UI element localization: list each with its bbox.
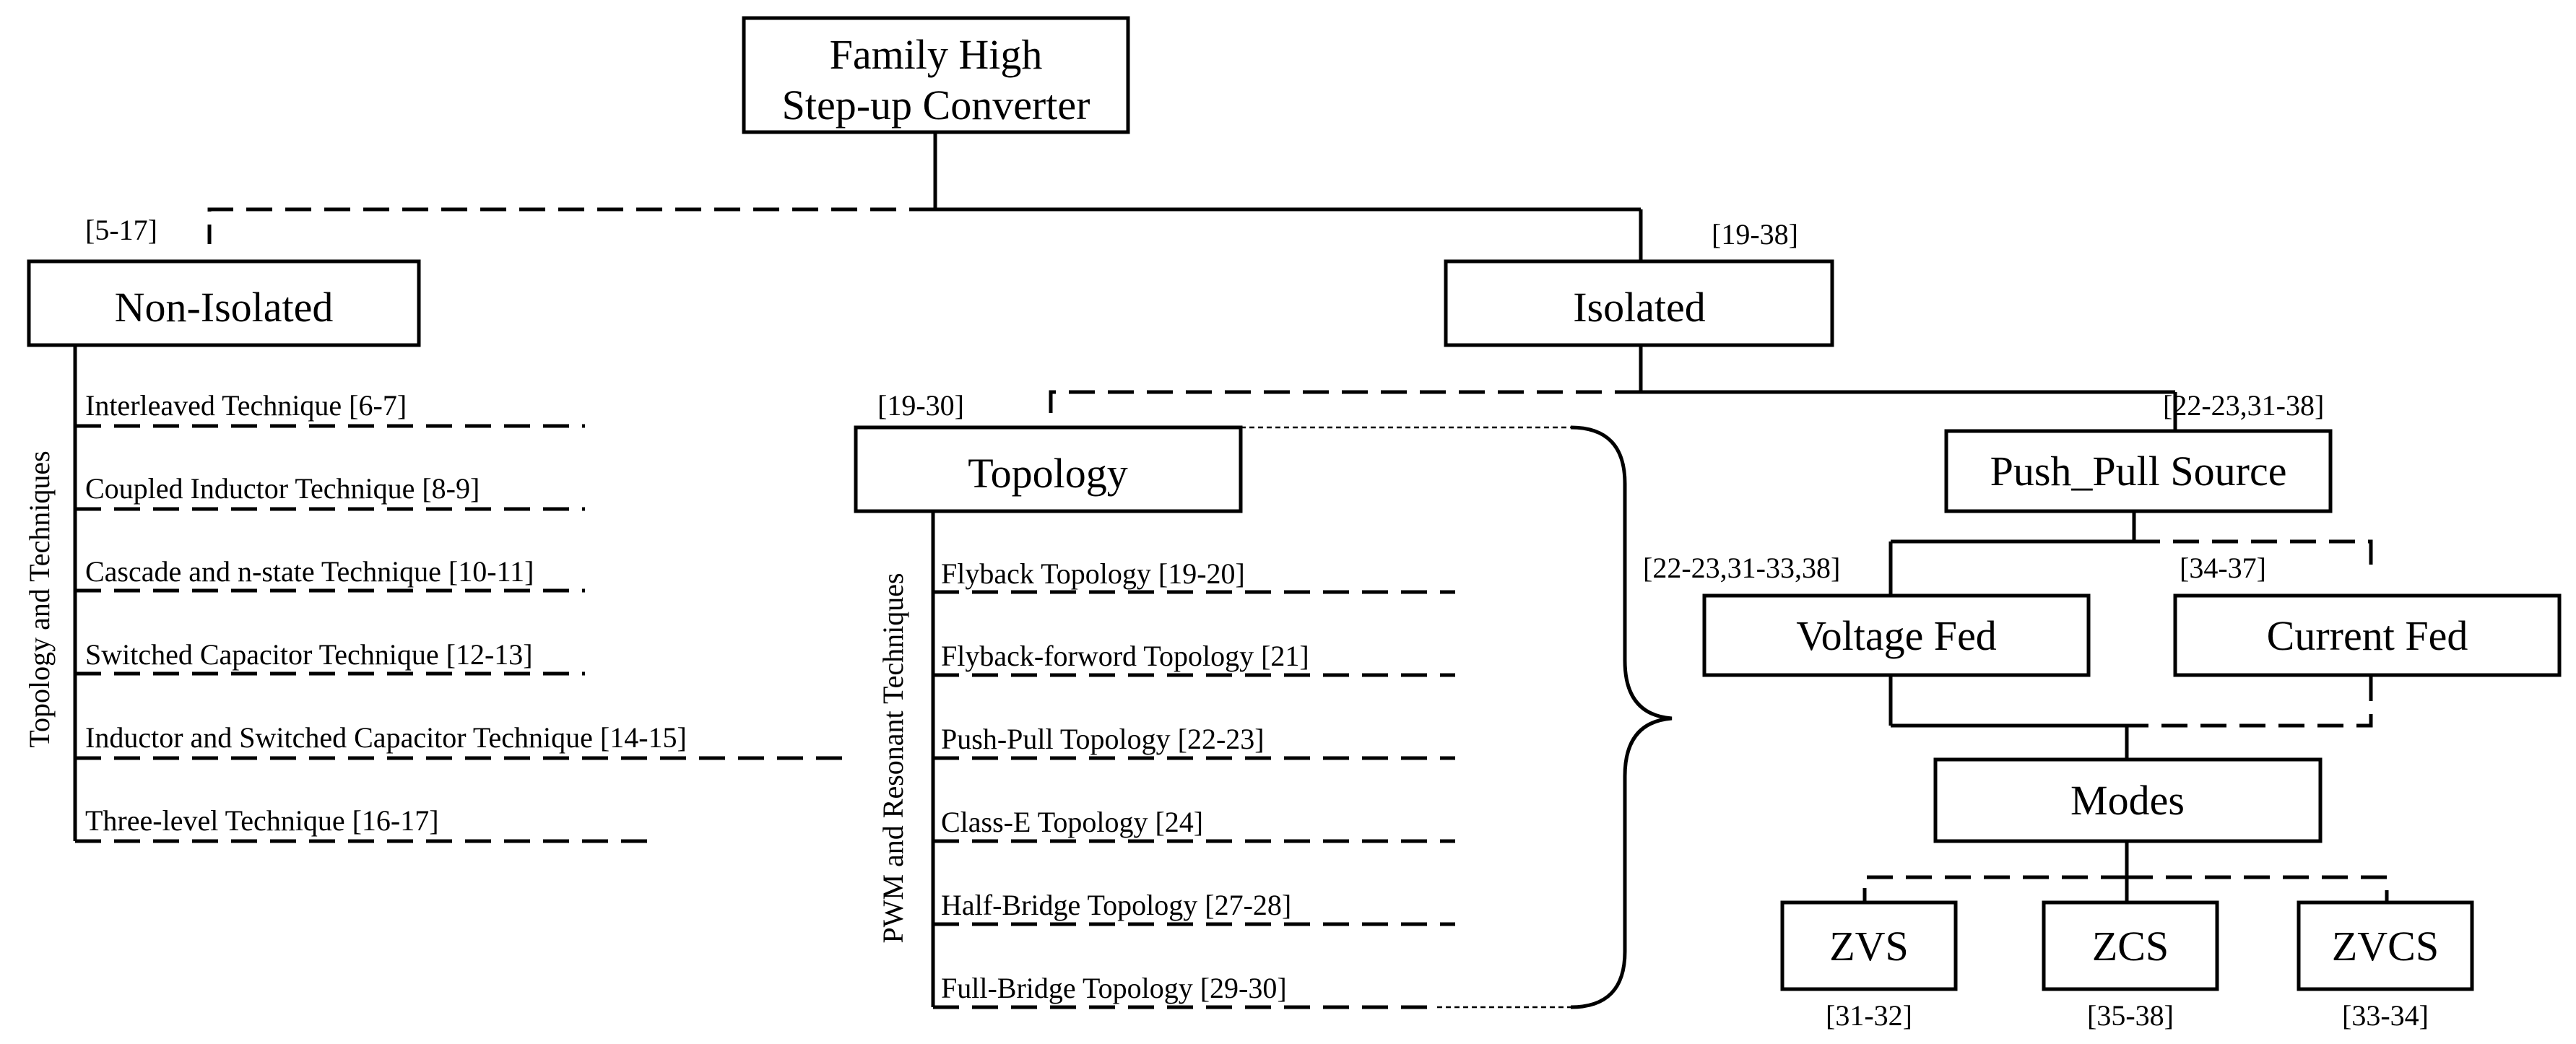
non-isolated-node: [5-17] Non-Isolated — [27, 214, 421, 347]
non-isolated-ref: [5-17] — [85, 214, 157, 246]
list-item: Half-Bridge Topology [27-28] — [941, 889, 1291, 921]
list-item: Coupled Inductor Technique [8-9] — [85, 472, 480, 505]
topology-ref: [19-30] — [877, 389, 964, 422]
list-item: Cascade and n-state Technique [10-11] — [85, 555, 534, 588]
topology-label: Topology — [968, 450, 1128, 497]
modes-label: Modes — [2070, 777, 2185, 824]
list-item: Class-E Topology [24] — [941, 806, 1203, 838]
curly-brace — [1570, 425, 1673, 1009]
zvcs-ref: [33-34] — [2342, 999, 2429, 1032]
list-item: Inductor and Switched Capacitor Techniqu… — [85, 721, 687, 754]
voltage-fed-label: Voltage Fed — [1796, 612, 1997, 659]
current-fed-node: [34-37] Current Fed — [2173, 552, 2562, 677]
non-isolated-items: Interleaved Technique [6-7] Coupled Indu… — [85, 389, 687, 837]
list-item: Three-level Technique [16-17] — [85, 804, 439, 837]
list-item: Interleaved Technique [6-7] — [85, 389, 407, 422]
isolated-ref: [19-38] — [1712, 218, 1798, 251]
current-fed-label: Current Fed — [2267, 612, 2468, 659]
root-node: Family High Step-up Converter — [742, 16, 1130, 134]
zvs-label: ZVS — [1829, 923, 1909, 970]
topology-node: [19-30] Topology — [854, 389, 1243, 513]
voltage-fed-node: [22-23,31-33,38] Voltage Fed — [1643, 552, 2091, 677]
zvcs-node: ZVCS [33-34] — [2297, 900, 2474, 1032]
zvs-ref: [31-32] — [1826, 999, 1912, 1032]
current-fed-ref: [34-37] — [2180, 552, 2266, 584]
zcs-node: ZCS [35-38] — [2042, 900, 2219, 1032]
topology-items: Flyback Topology [19-20] Flyback-forword… — [941, 557, 1309, 1004]
list-item: Switched Capacitor Technique [12-13] — [85, 638, 533, 671]
topology-side-label: PWM and Resonant Techniques — [877, 573, 909, 943]
zcs-label: ZCS — [2092, 923, 2169, 970]
list-item: Full-Bridge Topology [29-30] — [941, 972, 1287, 1004]
modes-node: Modes — [1933, 757, 2323, 843]
zvcs-label: ZVCS — [2332, 923, 2439, 970]
isolated-node: [19-38] Isolated — [1444, 218, 1834, 347]
non-isolated-label: Non-Isolated — [115, 284, 334, 331]
push-pull-label: Push_Pull Source — [1990, 448, 2287, 495]
root-title-line2: Step-up Converter — [782, 82, 1090, 129]
push-pull-node: [22-23,31-38] Push_Pull Source — [1944, 389, 2333, 513]
isolated-label: Isolated — [1573, 284, 1706, 331]
zcs-ref: [35-38] — [2087, 999, 2174, 1032]
zvs-node: ZVS [31-32] — [1780, 900, 1958, 1032]
list-item: Push-Pull Topology [22-23] — [941, 723, 1265, 755]
non-isolated-side-label: Topology and Techniques — [23, 451, 56, 747]
root-title-line1: Family High — [830, 31, 1043, 78]
list-item: Flyback Topology [19-20] — [941, 557, 1245, 590]
push-pull-ref: [22-23,31-38] — [2163, 389, 2324, 422]
voltage-fed-ref: [22-23,31-33,38] — [1643, 552, 1840, 584]
connectors — [73, 132, 2389, 1009]
list-item: Flyback-forword Topology [21] — [941, 640, 1309, 672]
